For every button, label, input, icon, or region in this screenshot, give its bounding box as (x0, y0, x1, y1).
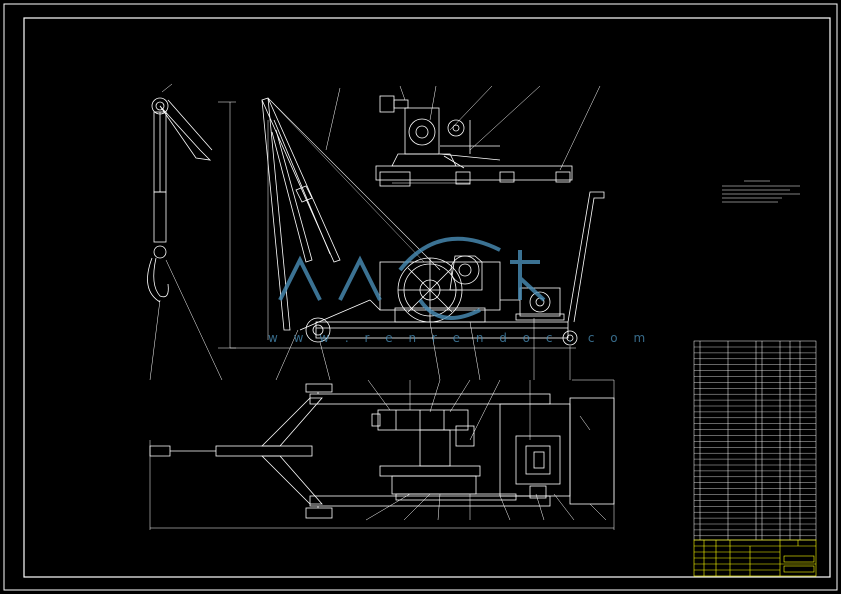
watermark-site-text: w w w . r e n r e n d o c . c o m (268, 331, 652, 345)
watermark-logo (278, 236, 546, 320)
parts-list-rows (694, 346, 816, 536)
parts-list-table (693, 340, 817, 541)
technical-notes (722, 180, 800, 203)
outer-border (3, 3, 838, 591)
hook-detail (147, 83, 223, 381)
elevation-leaders (275, 318, 571, 381)
title-block (693, 539, 817, 577)
inner-border (23, 17, 831, 578)
winch-top-detail (325, 85, 601, 187)
front-elevation (218, 97, 605, 349)
plan-view (149, 379, 615, 530)
